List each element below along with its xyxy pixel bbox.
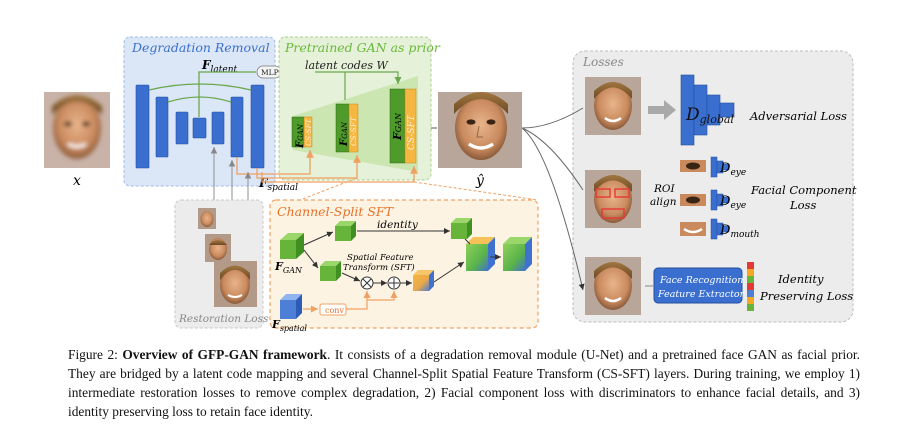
f-spatial-label: Fspatial	[258, 176, 298, 193]
conv-label: conv	[325, 306, 344, 315]
sft-output-cube	[413, 270, 434, 291]
sft-split-cube	[320, 261, 341, 281]
restoration-loss-title: Restoration Loss	[178, 313, 269, 325]
roi-label-1: ROI	[653, 183, 676, 195]
component-face	[585, 170, 641, 228]
sft-label-1: Spatial Feature	[347, 253, 413, 263]
degradation-removal-title: Degradation Removal	[131, 40, 270, 55]
sft-label-2: Transform (SFT)	[343, 262, 415, 273]
adv-arrow	[648, 100, 676, 120]
d-mouth-discriminator	[710, 218, 730, 240]
input-degraded-face	[44, 92, 110, 168]
d-eye-label-1: Deye	[719, 161, 746, 178]
input-x-label: x	[73, 173, 81, 189]
latent-code-lines	[315, 71, 398, 100]
latent-to-mlp-arrow	[198, 71, 256, 117]
adversarial-loss-label: Adversarial Loss	[749, 109, 847, 123]
cs-sft-tag-1: CS-SFT	[305, 118, 313, 146]
face-recognition-label-2: Feature Extractor	[657, 289, 746, 300]
unet-skip-connections	[148, 83, 252, 103]
eye-crop-2	[680, 194, 706, 206]
cs-sft-tag-3: CS-SFT	[407, 114, 417, 150]
eye-crop-1	[680, 160, 706, 172]
adv-face	[585, 77, 641, 135]
split-arrow-down	[303, 249, 319, 269]
identity-loss-label-2: Preserving Loss	[759, 289, 853, 303]
cs-sft-tag-2: CS-SFT	[349, 116, 358, 146]
d-eye-label-2: Deye	[719, 194, 746, 211]
identity-label: identity	[377, 219, 419, 231]
final-output-cube	[503, 237, 532, 271]
d-eye-discriminator-1	[710, 156, 730, 178]
conv-to-mul-arrow	[346, 291, 371, 310]
f-latent-label: Flatent	[201, 58, 238, 75]
mlp-label: MLP	[261, 68, 279, 77]
face-recognition-label-1: Face Recognition	[659, 275, 743, 286]
cs-sft-zoom-line-left	[299, 177, 358, 201]
caption-prefix: Figure 2:	[68, 347, 123, 362]
output-restored-face	[438, 92, 522, 168]
latent-codes-label: latent codes W	[305, 59, 389, 72]
facial-component-label-1: Facial Component	[750, 183, 857, 197]
restoration-face-small	[198, 208, 216, 229]
cs-fspatial-label: Fspatial	[271, 318, 307, 333]
caption-body: . It consists of a degradation removal m…	[68, 347, 860, 419]
d-global-discriminator	[680, 74, 735, 146]
face-recognition-box	[653, 267, 743, 304]
fgan-label-3: FGAN	[391, 112, 404, 141]
framework-diagram: Degradation Removal Flatent MLP Pretrain…	[44, 36, 857, 333]
feature-vector	[747, 262, 754, 311]
sft-input-arrow	[341, 272, 361, 282]
output-to-losses-arrows	[521, 107, 583, 290]
caption-title: Overview of GFP-GAN framework	[122, 347, 327, 362]
facial-component-label-2: Loss	[789, 198, 816, 212]
restoration-face-large	[214, 261, 257, 307]
gan-layer-2	[335, 103, 359, 153]
split-arrow-up	[303, 231, 334, 246]
cs-sft-title: Channel-Split SFT	[277, 204, 395, 219]
multiply-op-glyph	[362, 278, 372, 288]
identity-face	[585, 257, 641, 315]
concat-output-cube	[466, 237, 495, 271]
cs-sft-zoom-line-right	[413, 181, 539, 201]
pretrained-gan-title: Pretrained GAN as prior	[284, 40, 441, 55]
roi-label-2: align	[650, 196, 677, 208]
gan-layer-1	[291, 116, 313, 148]
output-yhat-label: ŷ	[475, 172, 485, 189]
d-global-label: Dglobal	[685, 105, 734, 126]
unet-encoder	[135, 84, 207, 169]
add-op-glyph	[389, 278, 399, 288]
identity-target-cube	[451, 218, 472, 239]
identity-split-cube	[335, 221, 356, 241]
identity-loss-label-1: Identity	[777, 272, 824, 286]
merge-arrow-bottom	[433, 261, 465, 283]
cs-fspatial-cube	[280, 294, 302, 319]
mouth-crop	[680, 222, 706, 236]
losses-title: Losses	[582, 55, 624, 69]
restoration-face-medium	[205, 234, 231, 262]
figure-caption: Figure 2: Overview of GFP-GAN framework.…	[68, 345, 860, 421]
fgan-label-2: FGAN	[339, 121, 350, 147]
cs-fgan-label: FGAN	[274, 260, 303, 275]
unet-decoder	[211, 84, 265, 169]
losses-region	[572, 50, 854, 323]
spatial-feature-arrows	[236, 150, 418, 183]
merge-arrow-top	[464, 238, 471, 245]
d-mouth-label: Dmouth	[719, 223, 760, 240]
conv-to-add-arrow	[367, 291, 398, 301]
gan-layer-3	[389, 88, 417, 164]
d-eye-discriminator-2	[710, 189, 730, 211]
cs-fgan-cube	[280, 233, 304, 259]
fgan-label-1: FGAN	[295, 123, 306, 149]
